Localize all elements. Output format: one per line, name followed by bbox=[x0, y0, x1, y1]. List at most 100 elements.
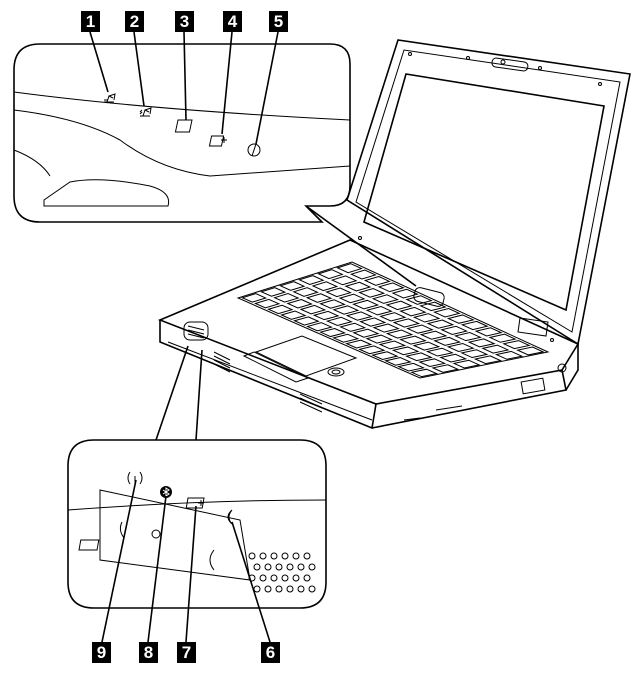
speaker-hole bbox=[304, 575, 310, 581]
keyboard-key bbox=[448, 344, 473, 352]
keyboard-key bbox=[294, 288, 318, 297]
bottom-leader-lines bbox=[102, 480, 270, 642]
speaker-hole bbox=[265, 564, 271, 570]
keyboard-key bbox=[314, 311, 338, 319]
keyboard-key bbox=[307, 294, 331, 303]
speaker-hole bbox=[254, 564, 260, 570]
keyboard-key bbox=[414, 314, 439, 322]
drive-activity-icon bbox=[104, 94, 115, 102]
keyboard-key bbox=[374, 324, 398, 332]
keyboard-key bbox=[313, 282, 337, 291]
keyboard-key bbox=[401, 307, 426, 315]
keyboard-key bbox=[401, 336, 426, 344]
speaker-hole bbox=[304, 553, 310, 559]
callout-6: 6 bbox=[261, 642, 280, 663]
speaker-hole bbox=[271, 553, 277, 559]
keyboard-key bbox=[261, 288, 284, 297]
speaker-hole bbox=[287, 586, 293, 592]
keyboard-key bbox=[483, 345, 508, 353]
keyboard-key bbox=[341, 323, 365, 331]
keyboard-key bbox=[275, 294, 299, 303]
keyboard-key bbox=[281, 311, 305, 319]
keyboard-key bbox=[408, 325, 433, 333]
keyboard-key bbox=[354, 300, 378, 308]
side-vents bbox=[214, 352, 322, 412]
speaker-hole bbox=[249, 553, 255, 559]
keyboard-key bbox=[441, 354, 466, 362]
keyboard-key bbox=[393, 347, 418, 355]
laptop-illustration bbox=[160, 40, 630, 428]
callout-2: 2 bbox=[125, 11, 144, 32]
keyboard-key bbox=[308, 323, 332, 331]
speaker-hole bbox=[265, 586, 271, 592]
speaker-hole bbox=[276, 586, 282, 592]
keyboard-key bbox=[354, 329, 378, 337]
keyboard-key bbox=[255, 299, 278, 307]
speaker-hole bbox=[282, 575, 288, 581]
keyboard-key bbox=[414, 342, 439, 350]
speaker-hole bbox=[260, 575, 266, 581]
speaker-hole bbox=[276, 564, 282, 570]
callout-8: 8 bbox=[139, 642, 158, 663]
keyboard-key bbox=[327, 317, 351, 325]
keyboard-key bbox=[380, 341, 404, 349]
top-magnifier-panel bbox=[14, 44, 416, 286]
keyboard bbox=[238, 262, 548, 378]
keyboard-key bbox=[327, 288, 351, 297]
keyboard-key bbox=[455, 333, 480, 341]
standby-moon-icon bbox=[228, 510, 232, 524]
callout-9: 9 bbox=[92, 642, 111, 663]
speaker-hole bbox=[254, 586, 260, 592]
callout-3: 3 bbox=[175, 11, 194, 32]
keyboard-key bbox=[394, 319, 418, 327]
caps-lock-icon bbox=[175, 120, 192, 132]
keyboard-key bbox=[367, 335, 391, 343]
keyboard-key bbox=[301, 305, 325, 313]
keyboard-key bbox=[295, 317, 319, 325]
keyboard-key bbox=[280, 282, 304, 291]
numlock-icon bbox=[140, 108, 151, 116]
keyboard-key bbox=[268, 305, 292, 313]
speaker-hole bbox=[298, 586, 304, 592]
keyboard-key bbox=[242, 294, 265, 303]
callout-4: 4 bbox=[223, 11, 242, 32]
fingerprint-reader bbox=[328, 368, 344, 376]
speaker-hole bbox=[293, 575, 299, 581]
keyboard-key bbox=[427, 348, 452, 356]
callout-5: 5 bbox=[269, 11, 288, 32]
speaker-hole bbox=[287, 564, 293, 570]
speaker-hole bbox=[260, 553, 266, 559]
speaker-hole bbox=[298, 564, 304, 570]
callout-7: 7 bbox=[177, 642, 196, 663]
keyboard-key bbox=[469, 339, 494, 347]
keyboard-key bbox=[367, 307, 391, 315]
keyboard-key bbox=[347, 312, 371, 320]
top-leader-lines bbox=[90, 32, 278, 144]
speaker-hole bbox=[309, 564, 315, 570]
keyboard-key bbox=[373, 295, 397, 304]
keyboard-key bbox=[462, 350, 487, 358]
keyboard-key bbox=[420, 359, 445, 367]
speaker-hole bbox=[309, 586, 315, 592]
keyboard-key bbox=[321, 300, 345, 308]
keyboard-key bbox=[340, 294, 364, 303]
keyboard-key bbox=[332, 276, 356, 285]
callout-1: 1 bbox=[81, 11, 100, 32]
keyboard-key bbox=[407, 353, 432, 361]
power-icon bbox=[248, 144, 260, 156]
keyboard-key bbox=[381, 313, 405, 321]
speaker-hole bbox=[271, 575, 277, 581]
speaker-hole bbox=[293, 553, 299, 559]
keyboard-key bbox=[387, 330, 411, 338]
keyboard-key bbox=[288, 299, 312, 307]
keyboard-key bbox=[346, 282, 370, 291]
keyboard-key bbox=[334, 306, 358, 314]
keyboard-key bbox=[428, 320, 453, 328]
keyboard-key bbox=[421, 331, 446, 339]
keyboard-key bbox=[442, 326, 467, 334]
keyboard-key bbox=[361, 318, 385, 326]
keyboard-key bbox=[360, 289, 384, 298]
speaker-hole bbox=[282, 553, 288, 559]
keyboard-key bbox=[435, 337, 460, 345]
